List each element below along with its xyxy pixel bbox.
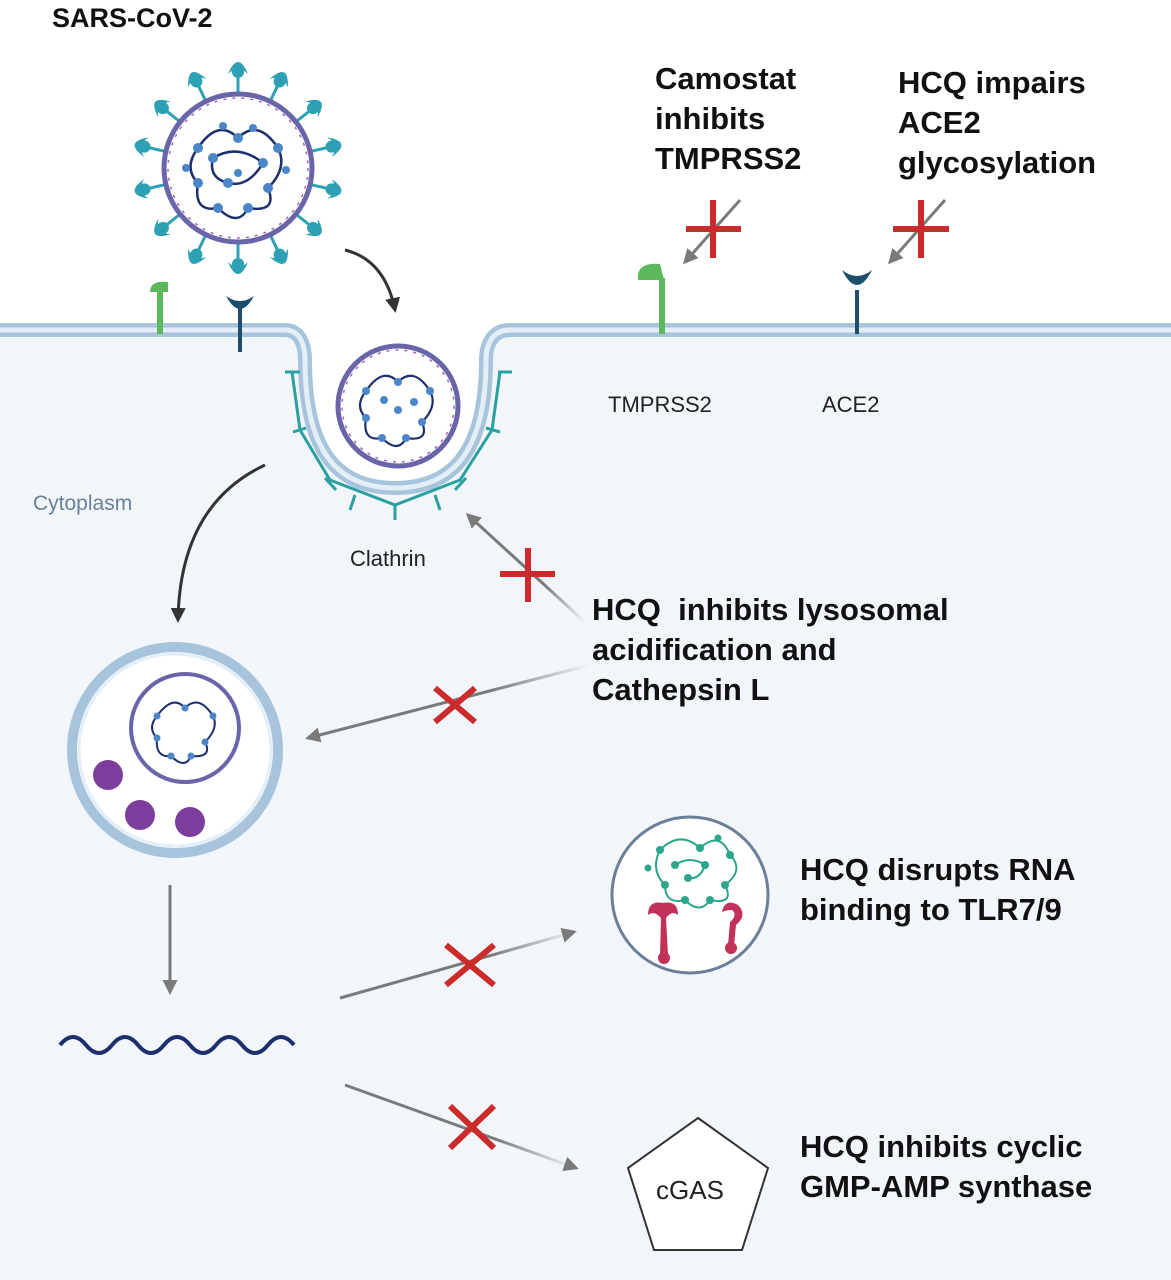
hcq-lysosome-line-3: Cathepsin L — [592, 672, 770, 707]
viral-rna-icon — [58, 1035, 296, 1055]
camostat-line-2: inhibits — [655, 101, 766, 136]
tlr-endosome-icon — [610, 815, 770, 975]
clathrin-coat-icon — [285, 370, 512, 520]
tmprss2-receptor-icon-left — [150, 281, 168, 334]
hcq-lysosome-line-1: HCQ inhibits lysosomal — [592, 592, 949, 627]
cytoplasm-label: Cytoplasm — [33, 492, 133, 515]
internalized-virus-icon — [335, 343, 461, 469]
spike-protein-icon — [226, 60, 250, 96]
inhibit-x-icon — [444, 942, 496, 988]
clathrin-label: Clathrin — [350, 546, 426, 571]
inhibit-cross-icon — [686, 200, 741, 258]
hcq-tlr-label: HCQ disrupts RNA binding to TLR7/9 — [800, 850, 1076, 930]
camostat-line-3: TMPRSS2 — [655, 141, 802, 176]
hcq-cgas-line-1: HCQ inhibits cyclic — [800, 1129, 1083, 1164]
rna-cgas-arrow — [344, 1083, 579, 1172]
ace2-label: ACE2 — [822, 392, 880, 417]
hcq-tlr-line-1: HCQ disrupts RNA — [800, 852, 1076, 887]
hcq-lysosome-label: HCQ inhibits lysosomal acidification and… — [592, 590, 949, 710]
hcq-ace2-line-2: ACE2 — [898, 105, 981, 140]
ace2-receptor-icon — [842, 270, 872, 334]
hcq-lysosome-line-2: acidification and — [592, 632, 837, 667]
cgas-label: cGAS — [656, 1175, 724, 1205]
tmprss2-receptor-icon — [637, 263, 665, 334]
hcq-tlr-line-2: binding to TLR7/9 — [800, 892, 1062, 927]
ace2-receptor-icon-left — [226, 296, 254, 352]
inhibit-x-icon — [433, 685, 477, 725]
camostat-label: Camostat inhibits TMPRSS2 — [655, 59, 801, 179]
entry-arrow — [344, 248, 400, 313]
hcq-ace2-line-3: glycosylation — [898, 145, 1097, 180]
spike-protein-icon — [226, 240, 250, 276]
cgas-pentagon-icon — [626, 1116, 770, 1251]
hcq-ace2-label: HCQ impairs ACE2 glycosylation — [898, 63, 1096, 183]
sars-cov-2-virus-icon — [130, 60, 346, 276]
inhibit-cross-icon — [500, 548, 555, 602]
endolysosome-icon — [67, 642, 283, 858]
endocytosis-arrow — [170, 463, 266, 623]
hcq-ace2-line-1: HCQ impairs — [898, 65, 1086, 100]
tlr-receptor-icon — [648, 902, 678, 964]
hcq-cgas-line-2: GMP-AMP synthase — [800, 1169, 1093, 1204]
rna-tlr-arrow — [339, 928, 577, 1000]
virus-title: SARS-CoV-2 — [52, 3, 213, 33]
tlr-receptor-icon — [722, 902, 743, 954]
cell-membrane-inner — [0, 327, 1171, 491]
hcq-cgas-label: HCQ inhibits cyclic GMP-AMP synthase — [800, 1127, 1092, 1207]
tmprss2-label: TMPRSS2 — [608, 392, 712, 417]
inhibit-x-icon — [447, 1103, 497, 1151]
camostat-line-1: Camostat — [655, 61, 797, 96]
inhibit-cross-icon — [893, 200, 949, 258]
